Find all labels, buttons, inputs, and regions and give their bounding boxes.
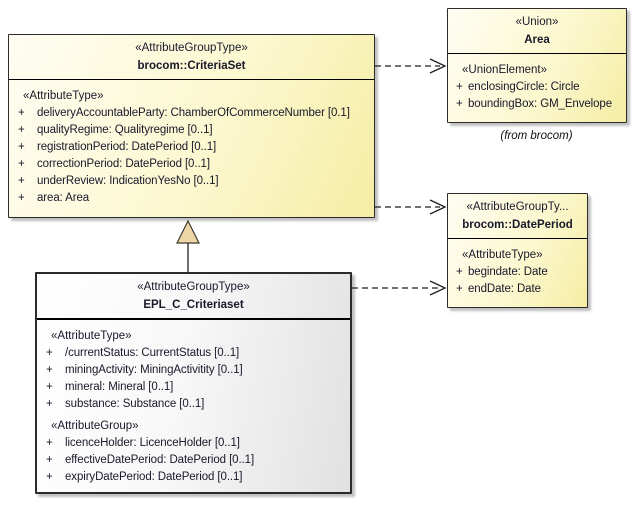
class-header: «Union» Area [448, 9, 626, 54]
attribute-text: enclosingCircle: Circle [468, 81, 580, 93]
attribute-row: + qualityRegime: Qualityregime [0..1] [9, 122, 374, 139]
visibility-marker: + [456, 98, 463, 110]
class-name: brocom::CriteriaSet [137, 60, 246, 72]
attribute-text: begindate: Date [468, 266, 548, 278]
open-arrowhead-icon [429, 58, 447, 74]
visibility-marker: + [18, 192, 25, 204]
class-header: «AttributeGroupTy... brocom::DatePeriod [448, 194, 587, 239]
attribute-row: + effectiveDatePeriod: DatePeriod [0..1] [37, 452, 350, 469]
visibility-marker: + [46, 381, 53, 393]
open-arrowhead-icon [429, 280, 447, 296]
attribute-text: deliveryAccountableParty: ChamberOfComme… [37, 107, 350, 119]
attributes-compartment: «AttributeType» + deliveryAccountablePar… [9, 80, 374, 207]
attribute-text: expiryDatePeriod: DatePeriod [0..1] [65, 471, 243, 483]
class-box-area[interactable]: «Union» Area «UnionElement» + enclosingC… [447, 8, 627, 123]
attribute-text: miningActivity: MiningActivitity [0..1] [65, 364, 243, 376]
section-stereotype: «AttributeType» [23, 90, 104, 102]
hollow-triangle-arrowhead-icon [176, 219, 200, 244]
attribute-row: + correctionPeriod: DatePeriod [0..1] [9, 156, 374, 173]
visibility-marker: + [18, 158, 25, 170]
attribute-row: + expiryDatePeriod: DatePeriod [0..1] [37, 469, 350, 486]
class-stereotype: «AttributeGroupType» [135, 42, 248, 54]
class-name: brocom::DatePeriod [462, 219, 573, 231]
attributes-compartment: «AttributeType» + begindate: Date + endD… [448, 239, 587, 298]
visibility-marker: + [46, 364, 53, 376]
attribute-row: + mineral: Mineral [0..1] [37, 379, 350, 396]
attribute-row: + boundingBox: GM_Envelope [448, 96, 626, 113]
attribute-row: + deliveryAccountableParty: ChamberOfCom… [9, 105, 374, 122]
visibility-marker: + [46, 454, 53, 466]
visibility-marker: + [18, 175, 25, 187]
attribute-text: registrationPeriod: DatePeriod [0..1] [37, 141, 217, 153]
attribute-row: + /currentStatus: CurrentStatus [0..1] [37, 345, 350, 362]
attribute-row: + miningActivity: MiningActivitity [0..1… [37, 362, 350, 379]
attribute-row: + registrationPeriod: DatePeriod [0..1] [9, 139, 374, 156]
visibility-marker: + [46, 398, 53, 410]
attribute-text: boundingBox: GM_Envelope [468, 98, 613, 110]
attribute-row: + substance: Substance [0..1] [37, 396, 350, 413]
attribute-row: + begindate: Date [448, 264, 587, 281]
visibility-marker: + [18, 107, 25, 119]
class-name: Area [524, 34, 550, 46]
attribute-list: + begindate: Date + endDate: Date [448, 264, 587, 298]
visibility-marker: + [456, 283, 463, 295]
visibility-marker: + [456, 81, 463, 93]
visibility-marker: + [46, 437, 53, 449]
class-box-dateperiod[interactable]: «AttributeGroupTy... brocom::DatePeriod … [447, 193, 588, 308]
attribute-row: + area: Area [9, 190, 374, 207]
dependency-criteriaset-area[interactable] [375, 58, 447, 74]
attribute-list: + enclosingCircle: Circle + boundingBox:… [448, 79, 626, 113]
dependency-criteriaset-dateperiod[interactable] [375, 199, 447, 215]
attribute-row: + endDate: Date [448, 281, 587, 298]
attribute-text: underReview: IndicationYesNo [0..1] [37, 175, 219, 187]
class-box-epl-criteriaset[interactable]: «AttributeGroupType» EPL_C_Criteriaset «… [35, 272, 352, 494]
class-stereotype: «Union» [515, 16, 559, 28]
section-stereotype: «AttributeGroup» [51, 420, 139, 432]
open-arrowhead-icon [429, 199, 447, 215]
attribute-text: endDate: Date [468, 283, 541, 295]
attribute-text: effectiveDatePeriod: DatePeriod [0..1] [65, 454, 255, 466]
generalization-epl-criteriaset[interactable] [176, 219, 200, 272]
visibility-marker: + [18, 141, 25, 153]
attribute-text: qualityRegime: Qualityregime [0..1] [37, 124, 213, 136]
attribute-text: mineral: Mineral [0..1] [65, 381, 174, 393]
attribute-text: /currentStatus: CurrentStatus [0..1] [65, 347, 240, 359]
attributes-compartment: «AttributeType» + /currentStatus: Curren… [37, 320, 350, 486]
class-stereotype: «AttributeGroupTy... [466, 201, 569, 213]
attribute-list: + licenceHolder: LicenceHolder [0..1] + … [37, 435, 350, 486]
class-header: «AttributeGroupType» EPL_C_Criteriaset [37, 274, 350, 320]
dependency-epl-dateperiod[interactable] [352, 280, 447, 296]
visibility-marker: + [18, 124, 25, 136]
attribute-text: area: Area [37, 192, 90, 204]
visibility-marker: + [46, 471, 53, 483]
class-header: «AttributeGroupType» brocom::CriteriaSet [9, 35, 374, 80]
attribute-text: correctionPeriod: DatePeriod [0..1] [37, 158, 210, 170]
class-box-criteriaset[interactable]: «AttributeGroupType» brocom::CriteriaSet… [8, 34, 375, 218]
class-name: EPL_C_Criteriaset [143, 299, 244, 311]
attribute-text: substance: Substance [0..1] [65, 398, 205, 410]
attribute-text: licenceHolder: LicenceHolder [0..1] [65, 437, 240, 449]
visibility-marker: + [456, 266, 463, 278]
attribute-list: + deliveryAccountableParty: ChamberOfCom… [9, 105, 374, 207]
attribute-row: + licenceHolder: LicenceHolder [0..1] [37, 435, 350, 452]
attributes-compartment: «UnionElement» + enclosingCircle: Circle… [448, 54, 626, 113]
attribute-list: + /currentStatus: CurrentStatus [0..1] +… [37, 345, 350, 413]
class-stereotype: «AttributeGroupType» [137, 281, 250, 293]
origin-note: (from brocom) [500, 130, 573, 142]
section-stereotype: «AttributeType» [51, 330, 132, 342]
attribute-row: + enclosingCircle: Circle [448, 79, 626, 96]
attribute-row: + underReview: IndicationYesNo [0..1] [9, 173, 374, 190]
section-stereotype: «UnionElement» [462, 64, 548, 76]
visibility-marker: + [46, 347, 53, 359]
section-stereotype: «AttributeType» [462, 249, 543, 261]
